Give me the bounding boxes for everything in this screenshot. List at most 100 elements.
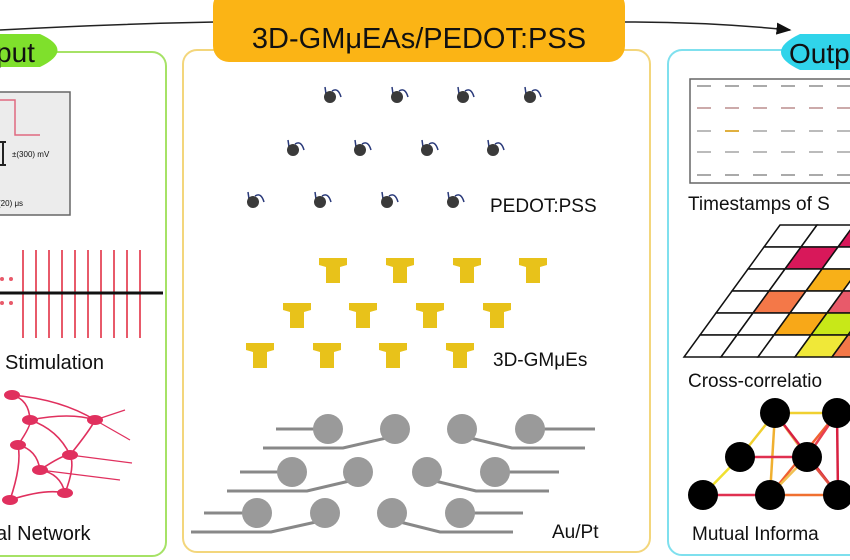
pulse-amplitude-text: ±(300) mV (12, 150, 50, 159)
electrode-pad (313, 414, 343, 444)
pulse-waveform-box: ±(300) mV (20) μs (0, 91, 71, 216)
matrix-cell (836, 229, 850, 248)
network-node (725, 442, 755, 472)
pedot-molecule-icon (524, 86, 542, 103)
pedot-bead (487, 144, 499, 156)
pedot-bead (391, 91, 403, 103)
timestamps-table (689, 78, 850, 184)
pedot-molecule-icon (457, 86, 475, 103)
flow-arrow-center-to-output (624, 21, 792, 35)
pedot-bead (421, 144, 433, 156)
stimulation-train (0, 250, 163, 338)
electrode-pad (343, 457, 373, 487)
output-panel (667, 49, 850, 556)
network-node (822, 398, 850, 428)
lead-wire (227, 477, 359, 493)
table-entry-mark (781, 107, 795, 109)
electrode-pad (310, 498, 340, 528)
pedot-bead (247, 196, 259, 208)
electrode-pad (380, 414, 410, 444)
table-entry-mark (697, 130, 711, 132)
table-entry-mark (809, 130, 823, 132)
pedot-molecule-icon (314, 191, 332, 208)
pedot-bead (524, 91, 536, 103)
stimulus-dot (9, 277, 13, 281)
table-entry-mark (725, 130, 739, 132)
neurite (69, 454, 133, 464)
pedot-bead (314, 196, 326, 208)
pulse-width-text: (20) μs (0, 199, 23, 208)
mushroom-electrode-icon (386, 258, 414, 283)
timestamps-label: Timestamps of S (688, 194, 830, 215)
neuron-soma (62, 450, 78, 460)
pedot-molecule-icon (247, 191, 265, 208)
pedot-molecule-icon (447, 191, 465, 208)
input-panel (0, 51, 167, 557)
title-badge: 3D-GMμEAs/PEDOT:PSS (213, 0, 625, 62)
electrode-pad (447, 414, 477, 444)
pedot-molecule-icon (354, 139, 372, 156)
electrode-pad (480, 457, 510, 487)
table-entry-mark (753, 151, 767, 153)
pedot-molecule-icon (391, 86, 409, 103)
matrix-cell (841, 280, 850, 292)
electrode-pad (445, 498, 475, 528)
mushroom-electrode-icon (453, 258, 481, 283)
neural-network-drawing (2, 390, 133, 505)
pulse-waveform (0, 99, 40, 136)
pedot-bead (354, 144, 366, 156)
mushroom-electrode-icon (349, 303, 377, 328)
network-node (755, 480, 785, 510)
pedot-bead (287, 144, 299, 156)
table-entry-mark (809, 85, 823, 87)
output-badge: Outp (781, 34, 850, 70)
network-node (688, 480, 718, 510)
network-node (760, 398, 790, 428)
neurite (39, 469, 121, 481)
neurite (9, 490, 66, 501)
table-entry-mark (781, 130, 795, 132)
matrix-cell (830, 334, 850, 358)
flow-line-input-to-center (0, 21, 216, 31)
pedot-molecule-icon (487, 139, 505, 156)
cross-correlation-label: Cross-correlatio (688, 371, 822, 392)
stimulus-dot (0, 301, 4, 305)
mushroom-electrode-icon (483, 303, 511, 328)
table-entry-mark (809, 174, 823, 176)
neurite (11, 394, 96, 421)
lead-wire (191, 518, 326, 534)
table-entry-mark (837, 174, 850, 176)
mushroom-electrode-icon (519, 258, 547, 283)
neuron-soma (57, 488, 73, 498)
table-entry-mark (725, 107, 739, 109)
lead-wire (263, 434, 396, 450)
electrode-pad (242, 498, 272, 528)
pedot-pss-label: PEDOT:PSS (490, 196, 597, 217)
mushroom-electrode-icon (416, 303, 444, 328)
mutual-information-network (688, 398, 850, 510)
table-entry-mark (725, 151, 739, 153)
matrix-cell (825, 290, 850, 314)
network-node (823, 480, 850, 510)
3d-gmue-layer (246, 258, 547, 368)
cross-correlation-matrix (682, 224, 850, 358)
network-node (792, 442, 822, 472)
au-pt-electrode-layer (191, 414, 595, 534)
table-entry-mark (837, 85, 850, 87)
table-entry-mark (697, 174, 711, 176)
neurite (29, 415, 96, 421)
matrix-cell (820, 246, 850, 270)
pedot-bead (447, 196, 459, 208)
output-badge-text: Outp (789, 38, 850, 69)
input-badge-text: put (0, 37, 35, 68)
table-entry-mark (697, 85, 711, 87)
mushroom-electrode-icon (446, 343, 474, 368)
pedot-bead (381, 196, 393, 208)
neuron-soma (87, 415, 103, 425)
neural-network-label: al Network (0, 523, 91, 545)
mushroom-electrode-icon (246, 343, 274, 368)
neurite (69, 419, 96, 456)
input-badge: put (0, 34, 58, 68)
table-entry-mark (697, 107, 711, 109)
